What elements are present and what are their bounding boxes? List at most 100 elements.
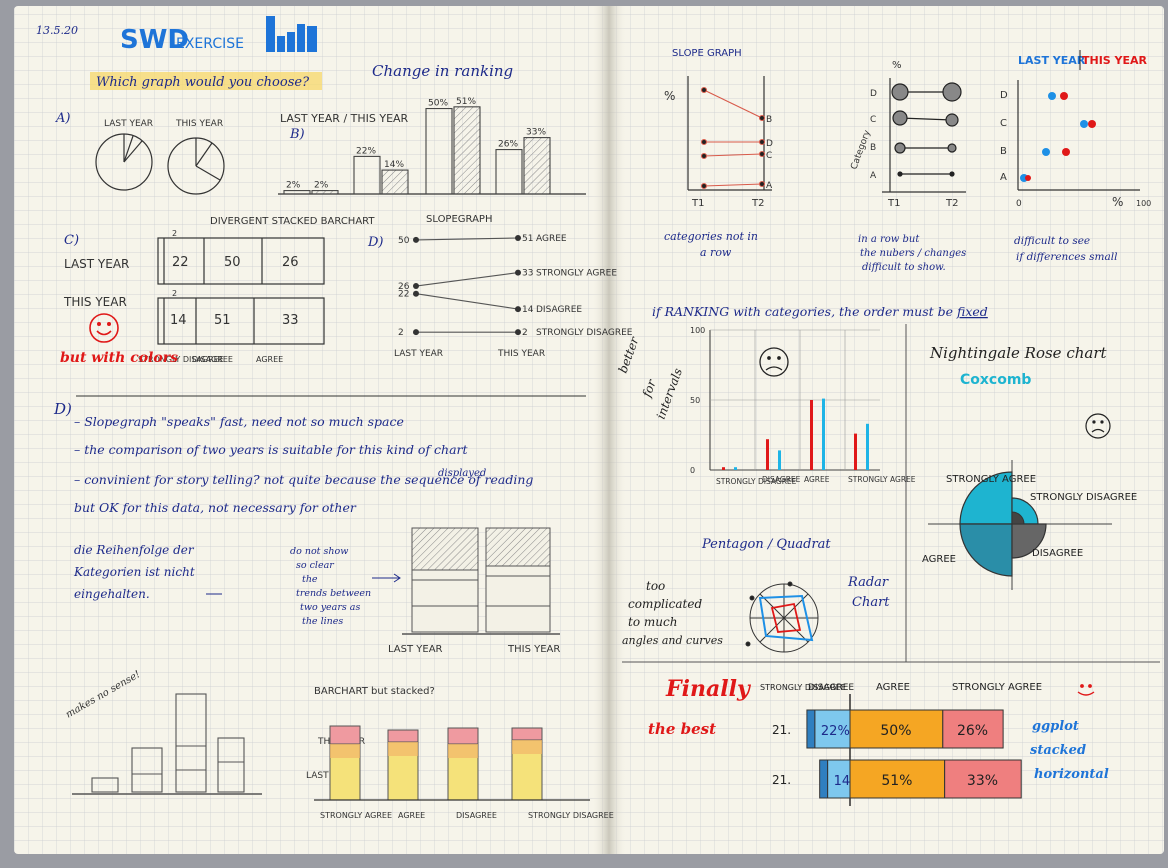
note-line: – convinient for story telling? not quit… xyxy=(74,472,533,487)
smiley-icon xyxy=(89,313,119,343)
pie-last-year xyxy=(95,133,153,191)
cell: 51 xyxy=(214,313,231,328)
stacked-segment-this xyxy=(447,727,479,745)
stacked-segment-this xyxy=(511,727,543,741)
section-letter: B) xyxy=(289,127,305,142)
date: 13.5.20 xyxy=(36,24,78,37)
note-line: angles and curves xyxy=(622,634,723,647)
sketch-bars: 2%2%22%14%50%51%26%33% xyxy=(283,97,551,195)
section-a: A) LAST YEAR THIS YEAR xyxy=(55,111,225,195)
section-letter: C) xyxy=(64,233,79,248)
slope-point xyxy=(515,235,521,241)
rose-wedge xyxy=(1011,523,1047,559)
pentagon-radar: Pentagon / Quadrat too complicated to mu… xyxy=(622,537,890,653)
chart-bar xyxy=(722,467,725,470)
scatter-points xyxy=(1020,92,1096,182)
note-line: horizontal xyxy=(1034,767,1109,782)
category: B xyxy=(766,115,772,125)
sketch-bar xyxy=(353,155,381,195)
x-tick: T1 xyxy=(887,198,900,209)
x-label-left: LAST YEAR xyxy=(394,349,443,359)
y-tick: 50 xyxy=(690,396,700,405)
chart-bar xyxy=(810,400,813,470)
category: B xyxy=(1000,146,1007,157)
legend: LAST YEAR / THIS YEAR xyxy=(280,112,409,125)
stacked-row-last xyxy=(157,237,325,285)
chart-bars xyxy=(722,398,869,470)
category: D xyxy=(870,89,877,99)
cell: 50 xyxy=(224,255,241,270)
category-label: DISAGREE xyxy=(762,475,801,484)
bar-label: 22% xyxy=(356,146,376,156)
x-tick: 100 xyxy=(1136,199,1151,208)
note-line: too xyxy=(646,579,665,593)
left-value: 22 xyxy=(398,290,409,300)
final-subtitle: the best xyxy=(648,720,716,738)
note-line: so clear xyxy=(296,560,335,571)
right-value: 33 xyxy=(522,269,533,279)
x-tick: T2 xyxy=(945,198,958,209)
smiley-icon xyxy=(1077,684,1095,696)
stacked-segment-overlap xyxy=(448,744,478,758)
note-line: eingehalten. xyxy=(74,587,150,601)
cell: 33 xyxy=(282,313,299,328)
final-segment xyxy=(942,709,1004,749)
header: STRONGLY AGREE xyxy=(952,682,1042,693)
note-line: die Reihenfolge der xyxy=(74,543,195,557)
rose-subtitle: Coxcomb xyxy=(960,372,1031,388)
stack-sketch xyxy=(402,527,560,635)
note-line: complicated xyxy=(628,597,702,611)
x-tick: 0 xyxy=(1016,199,1022,209)
stacked-segment-overlap xyxy=(330,744,360,758)
arrow-icon xyxy=(372,573,401,583)
stacked-bars xyxy=(329,725,543,801)
barchart-title: BARCHART but stacked? xyxy=(314,686,435,697)
bar-label: 14% xyxy=(384,160,404,170)
note-line: do not show xyxy=(290,546,348,557)
note-line: – the comparison of two years is suitabl… xyxy=(74,442,469,457)
caption: categories not in xyxy=(664,230,758,243)
right-label: AGREE xyxy=(536,234,567,244)
chart-bar xyxy=(854,433,857,470)
legend-this: THIS YEAR xyxy=(1082,54,1148,67)
cell: 26 xyxy=(282,255,299,270)
slope-line xyxy=(415,293,519,310)
note-line: stacked xyxy=(1030,743,1086,758)
category: AGREE xyxy=(256,355,283,364)
stacked-segment-overlap xyxy=(512,740,542,754)
x-tick: T1 xyxy=(691,198,704,209)
y-unit: % xyxy=(892,60,902,71)
notebook-spine xyxy=(592,6,626,854)
pentagon-title: Pentagon / Quadrat xyxy=(701,537,831,552)
subtitle: EXERCISE xyxy=(176,36,244,52)
stacked-row-this xyxy=(157,297,325,345)
category: A xyxy=(870,171,877,181)
rose-chart: Nightingale Rose chart Coxcomb STRONGLY … xyxy=(922,344,1137,590)
inserted-word: displayed xyxy=(438,468,486,479)
bar-label: 2% xyxy=(286,181,301,191)
category: STRONGLY DISAGREE xyxy=(138,355,224,364)
slope-point xyxy=(515,269,521,276)
chart-bar xyxy=(734,467,737,470)
cell: 22 xyxy=(172,255,189,270)
right-label: DISAGREE xyxy=(536,305,582,315)
rose-title: Nightingale Rose chart xyxy=(929,344,1108,362)
small-value: 2 xyxy=(172,229,177,238)
final-segment xyxy=(849,759,946,799)
radar-label: Radar xyxy=(847,575,889,590)
category: AGREE xyxy=(398,811,425,820)
note-line: the lines xyxy=(302,616,343,627)
right-value: 14 xyxy=(522,305,534,315)
page-grid xyxy=(14,6,1164,854)
note-line: – Slopegraph "speaks" fast, need not so … xyxy=(74,414,404,429)
row-label: 21. xyxy=(772,773,791,787)
slope-line xyxy=(415,237,519,241)
section-letter: A) xyxy=(55,111,70,126)
note-line: the xyxy=(302,574,318,585)
section-c-title: DIVERGENT STACKED BARCHART xyxy=(210,216,375,227)
rose-wedge xyxy=(959,471,1013,525)
section-c: C) DIVERGENT STACKED BARCHART LAST YEAR … xyxy=(60,216,375,366)
notes-d: D) – Slopegraph "speaks" fast, need not … xyxy=(53,400,533,515)
category: C xyxy=(1000,118,1007,129)
